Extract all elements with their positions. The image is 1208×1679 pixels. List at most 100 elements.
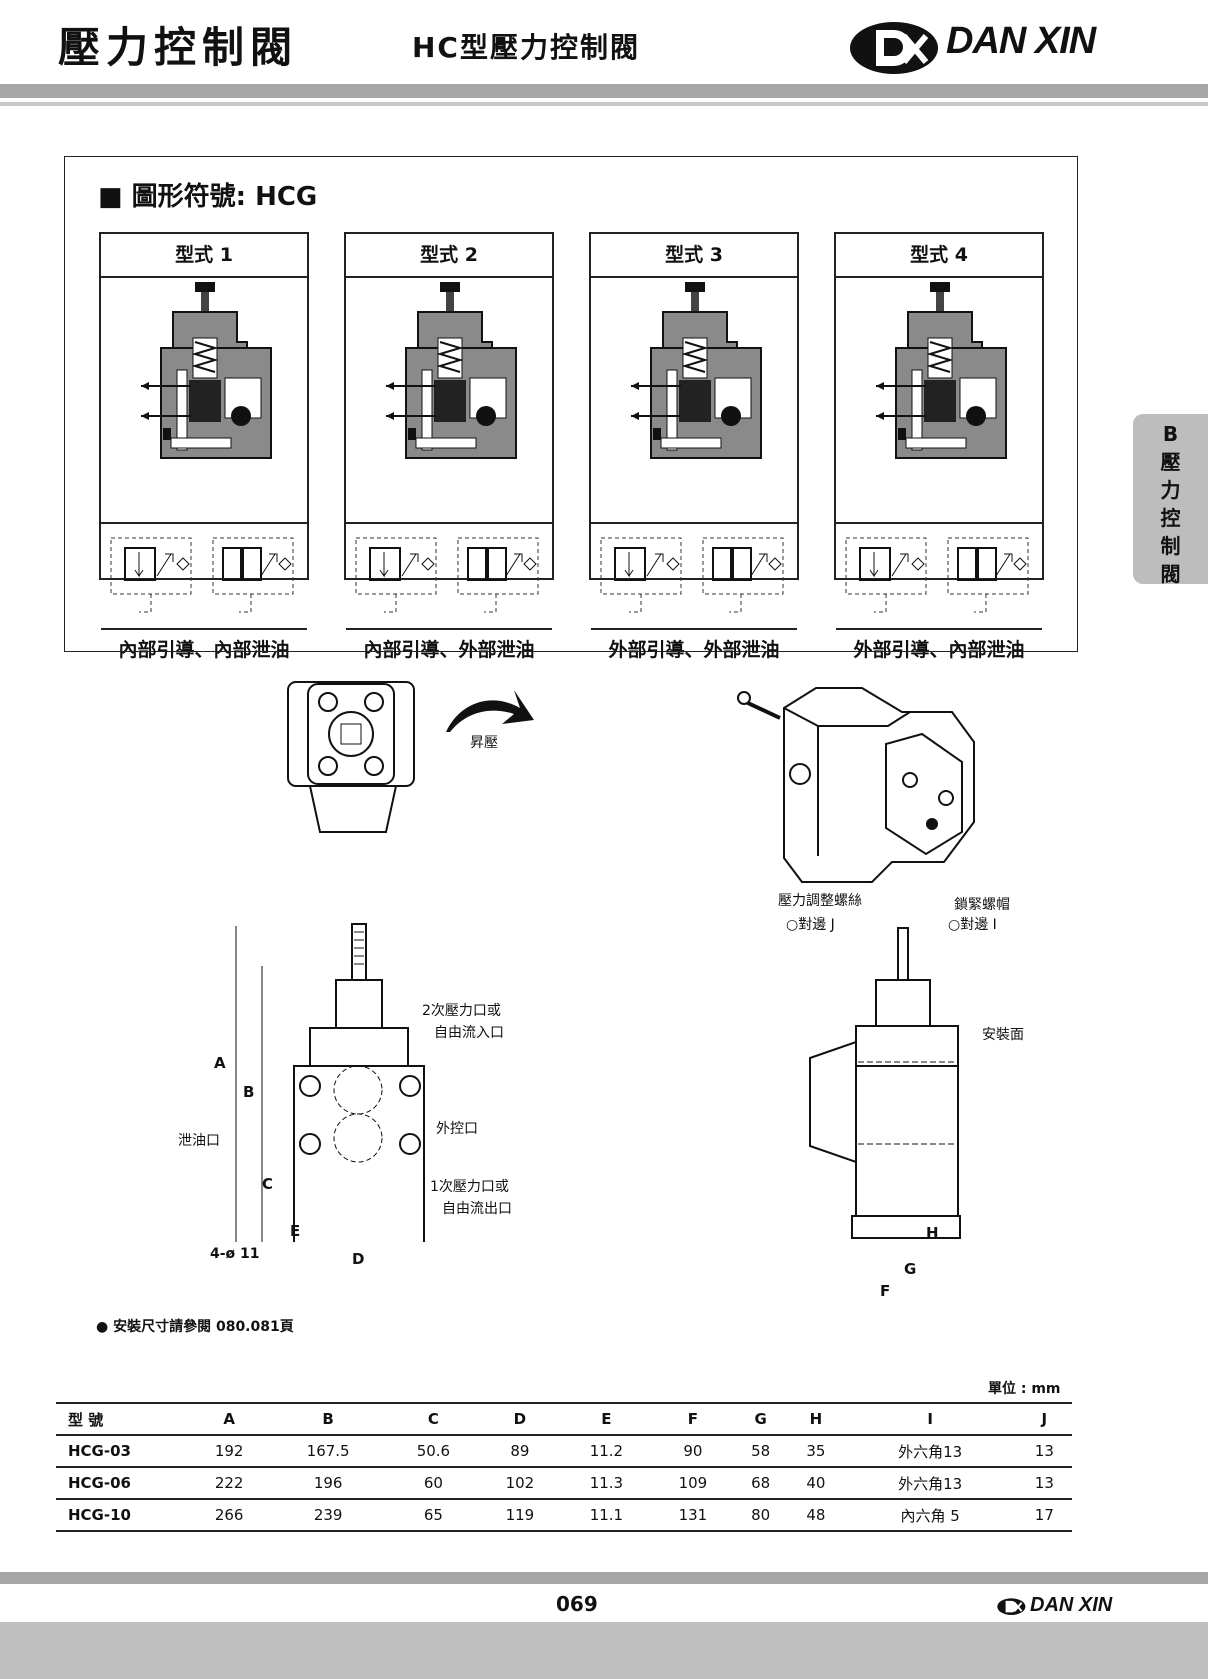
section-tab-char: 閥 [1160,562,1181,586]
port2-label-b: 自由流入口 [434,1025,504,1041]
col-header: H [788,1402,844,1436]
type-caption: 內部引導、內部泄油 [118,639,290,661]
hydraulic-symbol [346,524,552,630]
dim-h-label: H [926,1224,939,1242]
dim-b-label: B [243,1083,255,1101]
valve-section-icon [630,281,762,459]
header-rule [0,84,1208,98]
table-cell: 222 [189,1467,270,1500]
danxin-logo-icon [850,22,938,74]
table-cell: 內六角 5 [843,1499,1017,1532]
table-cell: 109 [652,1467,734,1500]
footer-rule [0,1572,1208,1584]
table-cell: 266 [189,1499,270,1532]
dim-a-label: A [214,1054,226,1072]
table-cell: HCG-10 [56,1499,189,1532]
header-rule-thin [0,102,1208,106]
table-cell: 65 [387,1499,480,1532]
col-header: C [387,1402,480,1436]
col-header: A [189,1402,270,1436]
lock-flat-label: ○對邊 I [948,917,997,933]
table-cell: 131 [652,1499,734,1532]
valve-section-drawing [101,278,307,524]
ext-pilot-label: 外控口 [436,1121,478,1137]
col-header: I [843,1402,1017,1436]
type-box-3: 型式 3 外部引導、外部泄油 [589,232,799,661]
type-label: 型式 3 [591,234,797,278]
lock-nut-label: 鎖緊螺帽 [954,897,1010,913]
type-box-4: 型式 4 外部引導、內部泄油 [834,232,1044,661]
hydraulic-symbol-icon [845,537,1029,613]
spec-table: 型 號 A B C D E F G H I J HCG-03 192 167.5… [56,1402,1072,1532]
valve-section-drawing [346,278,552,524]
table-cell: 11.3 [560,1467,653,1500]
table-cell: HCG-06 [56,1467,189,1500]
rotate-arrow-icon [446,690,534,732]
port1-label-b: 自由流出口 [442,1201,512,1217]
table-cell: 90 [652,1435,734,1468]
mount-face-label: 安裝面 [982,1027,1024,1043]
page-subtitle: HC型壓力控制閥 [412,31,640,64]
type-label: 型式 2 [346,234,552,278]
dim-f-label: F [880,1282,891,1300]
section-tab-char: 壓 [1160,450,1181,474]
hydraulic-symbol [101,524,307,630]
col-header: G [733,1402,789,1436]
mounting-note: ● 安裝尺寸請參閱 080.081頁 [96,1319,294,1335]
danxin-logo-small-icon [997,1598,1026,1615]
hydraulic-symbol [836,524,1042,630]
type-caption: 外部引導、內部泄油 [853,639,1025,661]
table-row: HCG-06 222 196 60 102 11.3 109 68 40 外六角… [56,1467,1072,1500]
section-tab-char: B [1162,422,1179,446]
table-cell: 13 [1016,1435,1072,1468]
table-cell: HCG-03 [56,1435,189,1468]
section-tab: B 壓 力 控 制 閥 [1133,414,1208,586]
table-cell: 17 [1016,1499,1072,1532]
table-cell: 89 [479,1435,561,1468]
brand-name: DAN XIN [946,20,1096,62]
hydraulic-symbol [591,524,797,630]
section-tab-char: 力 [1160,478,1181,502]
adjust-flat-label: ○對邊 J [786,917,835,933]
col-header: B [269,1402,388,1436]
drain-label: 泄油口 [178,1133,220,1149]
page-number: 069 [556,1592,598,1616]
valve-section-icon [385,281,517,459]
type-caption: 外部引導、外部泄油 [608,639,780,661]
table-cell: 40 [788,1467,844,1500]
table-cell: 11.1 [560,1499,653,1532]
table-cell: 外六角13 [843,1435,1017,1468]
type-box-2: 型式 2 內部引導、外部泄油 [344,232,554,661]
table-row: HCG-10 266 239 65 119 11.1 131 80 48 內六角… [56,1499,1072,1532]
table-cell: 196 [269,1467,388,1500]
side-view-drawing [809,927,961,1239]
table-cell: 167.5 [269,1435,388,1468]
symbols-title: ■ 圖形符號: HCG [98,182,318,212]
table-cell: 239 [269,1499,388,1532]
section-tab-char: 制 [1160,534,1181,558]
top-view-drawing [287,681,415,833]
holes-label: 4-ø 11 [210,1246,260,1262]
type-caption: 內部引導、外部泄油 [363,639,535,661]
type-box-1: 型式 1 內部引導、內部泄油 [99,232,309,661]
col-header: 型 號 [56,1402,189,1436]
col-header: D [479,1402,561,1436]
table-row: HCG-03 192 167.5 50.6 89 11.2 90 58 35 外… [56,1435,1072,1468]
dim-e-label: E [290,1222,301,1240]
section-tab-char: 控 [1160,506,1181,530]
col-header: J [1016,1402,1072,1436]
table-cell: 68 [733,1467,789,1500]
dim-g-label: G [904,1260,917,1278]
table-cell: 60 [387,1467,480,1500]
perspective-view-drawing [737,687,975,883]
footer-brand: DAN XIN [1030,1594,1113,1616]
table-cell: 58 [733,1435,789,1468]
type-label: 型式 1 [101,234,307,278]
port1-label-a: 1次壓力口或 [430,1179,509,1195]
valve-section-icon [140,281,272,459]
hydraulic-symbol-icon [110,537,294,613]
front-view-drawing [235,923,425,1242]
table-cell: 11.2 [560,1435,653,1468]
col-header: E [560,1402,653,1436]
valve-section-icon [875,281,1007,459]
